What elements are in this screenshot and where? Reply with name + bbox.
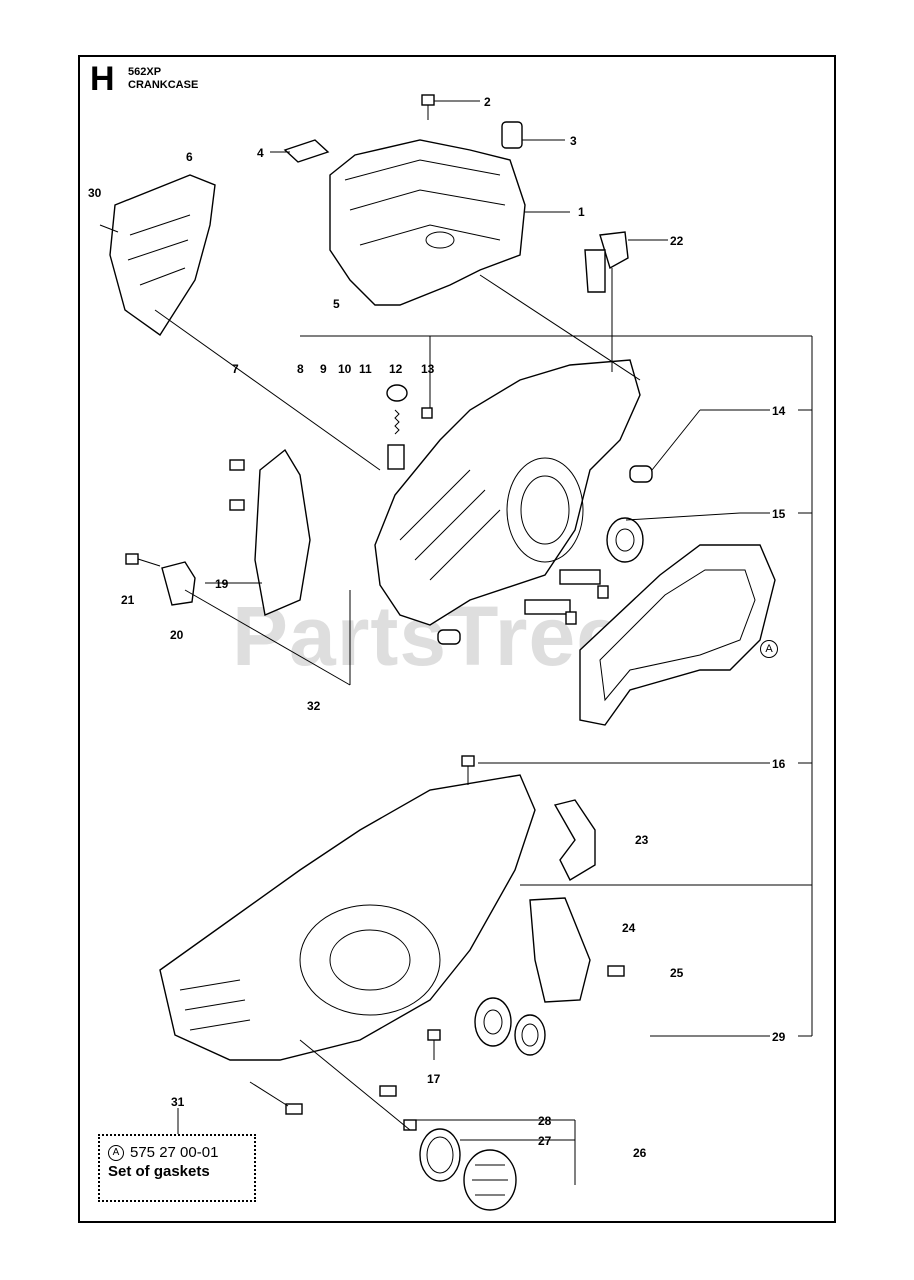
sleeve-part-14[interactable] (629, 465, 653, 483)
chain-catcher-part-23[interactable] (553, 799, 596, 881)
callout-2: 2 (484, 95, 491, 109)
callout-labels: 1 2 3 4 5 6 7 8 9 10 11 12 13 14 15 16 1… (88, 95, 786, 1160)
callout-14: 14 (772, 404, 786, 418)
spring-part-11[interactable] (394, 409, 400, 435)
callout-16: 16 (772, 757, 786, 771)
section-name: CRANKCASE (128, 78, 199, 91)
block-part-20[interactable] (161, 561, 196, 606)
reference-marker-a: A (760, 640, 778, 658)
gasket-part-a[interactable] (579, 544, 776, 726)
screw-part-16[interactable] (461, 755, 475, 785)
nut-part-13[interactable] (421, 407, 433, 419)
gasket-part-27[interactable] (419, 1128, 461, 1182)
gasket-set-part-number: 575 27 00-01 (130, 1144, 219, 1161)
gasket-set-row: A 575 27 00-01 (108, 1144, 254, 1162)
chain-guard-part-6[interactable] (109, 174, 216, 336)
callout-26: 26 (633, 1146, 647, 1160)
bushing-part-12[interactable] (386, 384, 408, 402)
callout-29: 29 (772, 1030, 786, 1044)
callout-12: 12 (389, 362, 403, 376)
seal-part-lower[interactable] (514, 1014, 546, 1056)
screw-part-21[interactable] (125, 553, 161, 567)
callout-10: 10 (338, 362, 352, 376)
callout-27: 27 (538, 1134, 552, 1148)
gasket-set-marker: A (108, 1145, 124, 1161)
screw-part-17[interactable] (427, 1029, 441, 1060)
diagram-frame (78, 55, 836, 1223)
section-letter: H (90, 60, 115, 98)
callout-22: 22 (670, 234, 684, 248)
cover-part-24[interactable] (529, 897, 591, 1003)
callout-21: 21 (121, 593, 135, 607)
callout-30: 30 (88, 186, 102, 200)
screw-part-lower-b[interactable] (285, 1085, 397, 1115)
model-title: 562XP CRANKCASE (128, 66, 198, 91)
bolt-part-upper-b[interactable] (524, 599, 577, 625)
model-name: 562XP (128, 66, 162, 78)
bearing-part-15[interactable] (606, 517, 644, 563)
callout-5: 5 (333, 297, 340, 311)
screw-part-19a[interactable] (229, 459, 245, 511)
callout-28: 28 (538, 1114, 552, 1128)
callout-9: 9 (320, 362, 327, 376)
crankcase-upper-half[interactable] (374, 359, 641, 626)
callout-11: 11 (359, 362, 372, 376)
callout-25: 25 (670, 966, 684, 980)
sleeve-part-32[interactable] (437, 629, 461, 645)
screw-part-25[interactable] (607, 965, 625, 977)
gasket-set-description: Set of gaskets (108, 1163, 210, 1180)
callout-24: 24 (622, 921, 636, 935)
pin-part-10[interactable] (387, 444, 405, 470)
callout-13: 13 (421, 362, 435, 376)
callout-6: 6 (186, 150, 193, 164)
grommet-part-3[interactable] (501, 121, 523, 149)
leader-lines (99, 100, 813, 1185)
callout-3: 3 (570, 134, 577, 148)
bolt-part-upper-a[interactable] (559, 569, 609, 599)
callout-31: 31 (171, 1095, 185, 1109)
screw-part-2[interactable] (421, 94, 435, 120)
callout-7: 7 (232, 362, 239, 376)
fuel-tank-part[interactable] (329, 139, 526, 306)
callout-20: 20 (170, 628, 184, 642)
bearing-part-lower[interactable] (474, 997, 512, 1047)
cap-part-26[interactable] (463, 1149, 517, 1211)
plate-part-19[interactable] (254, 448, 311, 616)
callout-1: 1 (578, 205, 585, 219)
crankcase-lower-half[interactable] (159, 774, 536, 1061)
screw-part-28[interactable] (403, 1119, 417, 1131)
callout-15: 15 (772, 507, 786, 521)
callout-32: 32 (307, 699, 321, 713)
plate-part-4[interactable] (283, 139, 330, 163)
gasket-set-box: A 575 27 00-01 Set of gaskets (98, 1134, 256, 1202)
callout-8: 8 (297, 362, 304, 376)
callout-4: 4 (257, 146, 264, 160)
callout-17: 17 (427, 1072, 441, 1086)
callout-19: 19 (215, 577, 229, 591)
bracket-part-22[interactable] (584, 231, 629, 293)
callout-23: 23 (635, 833, 649, 847)
